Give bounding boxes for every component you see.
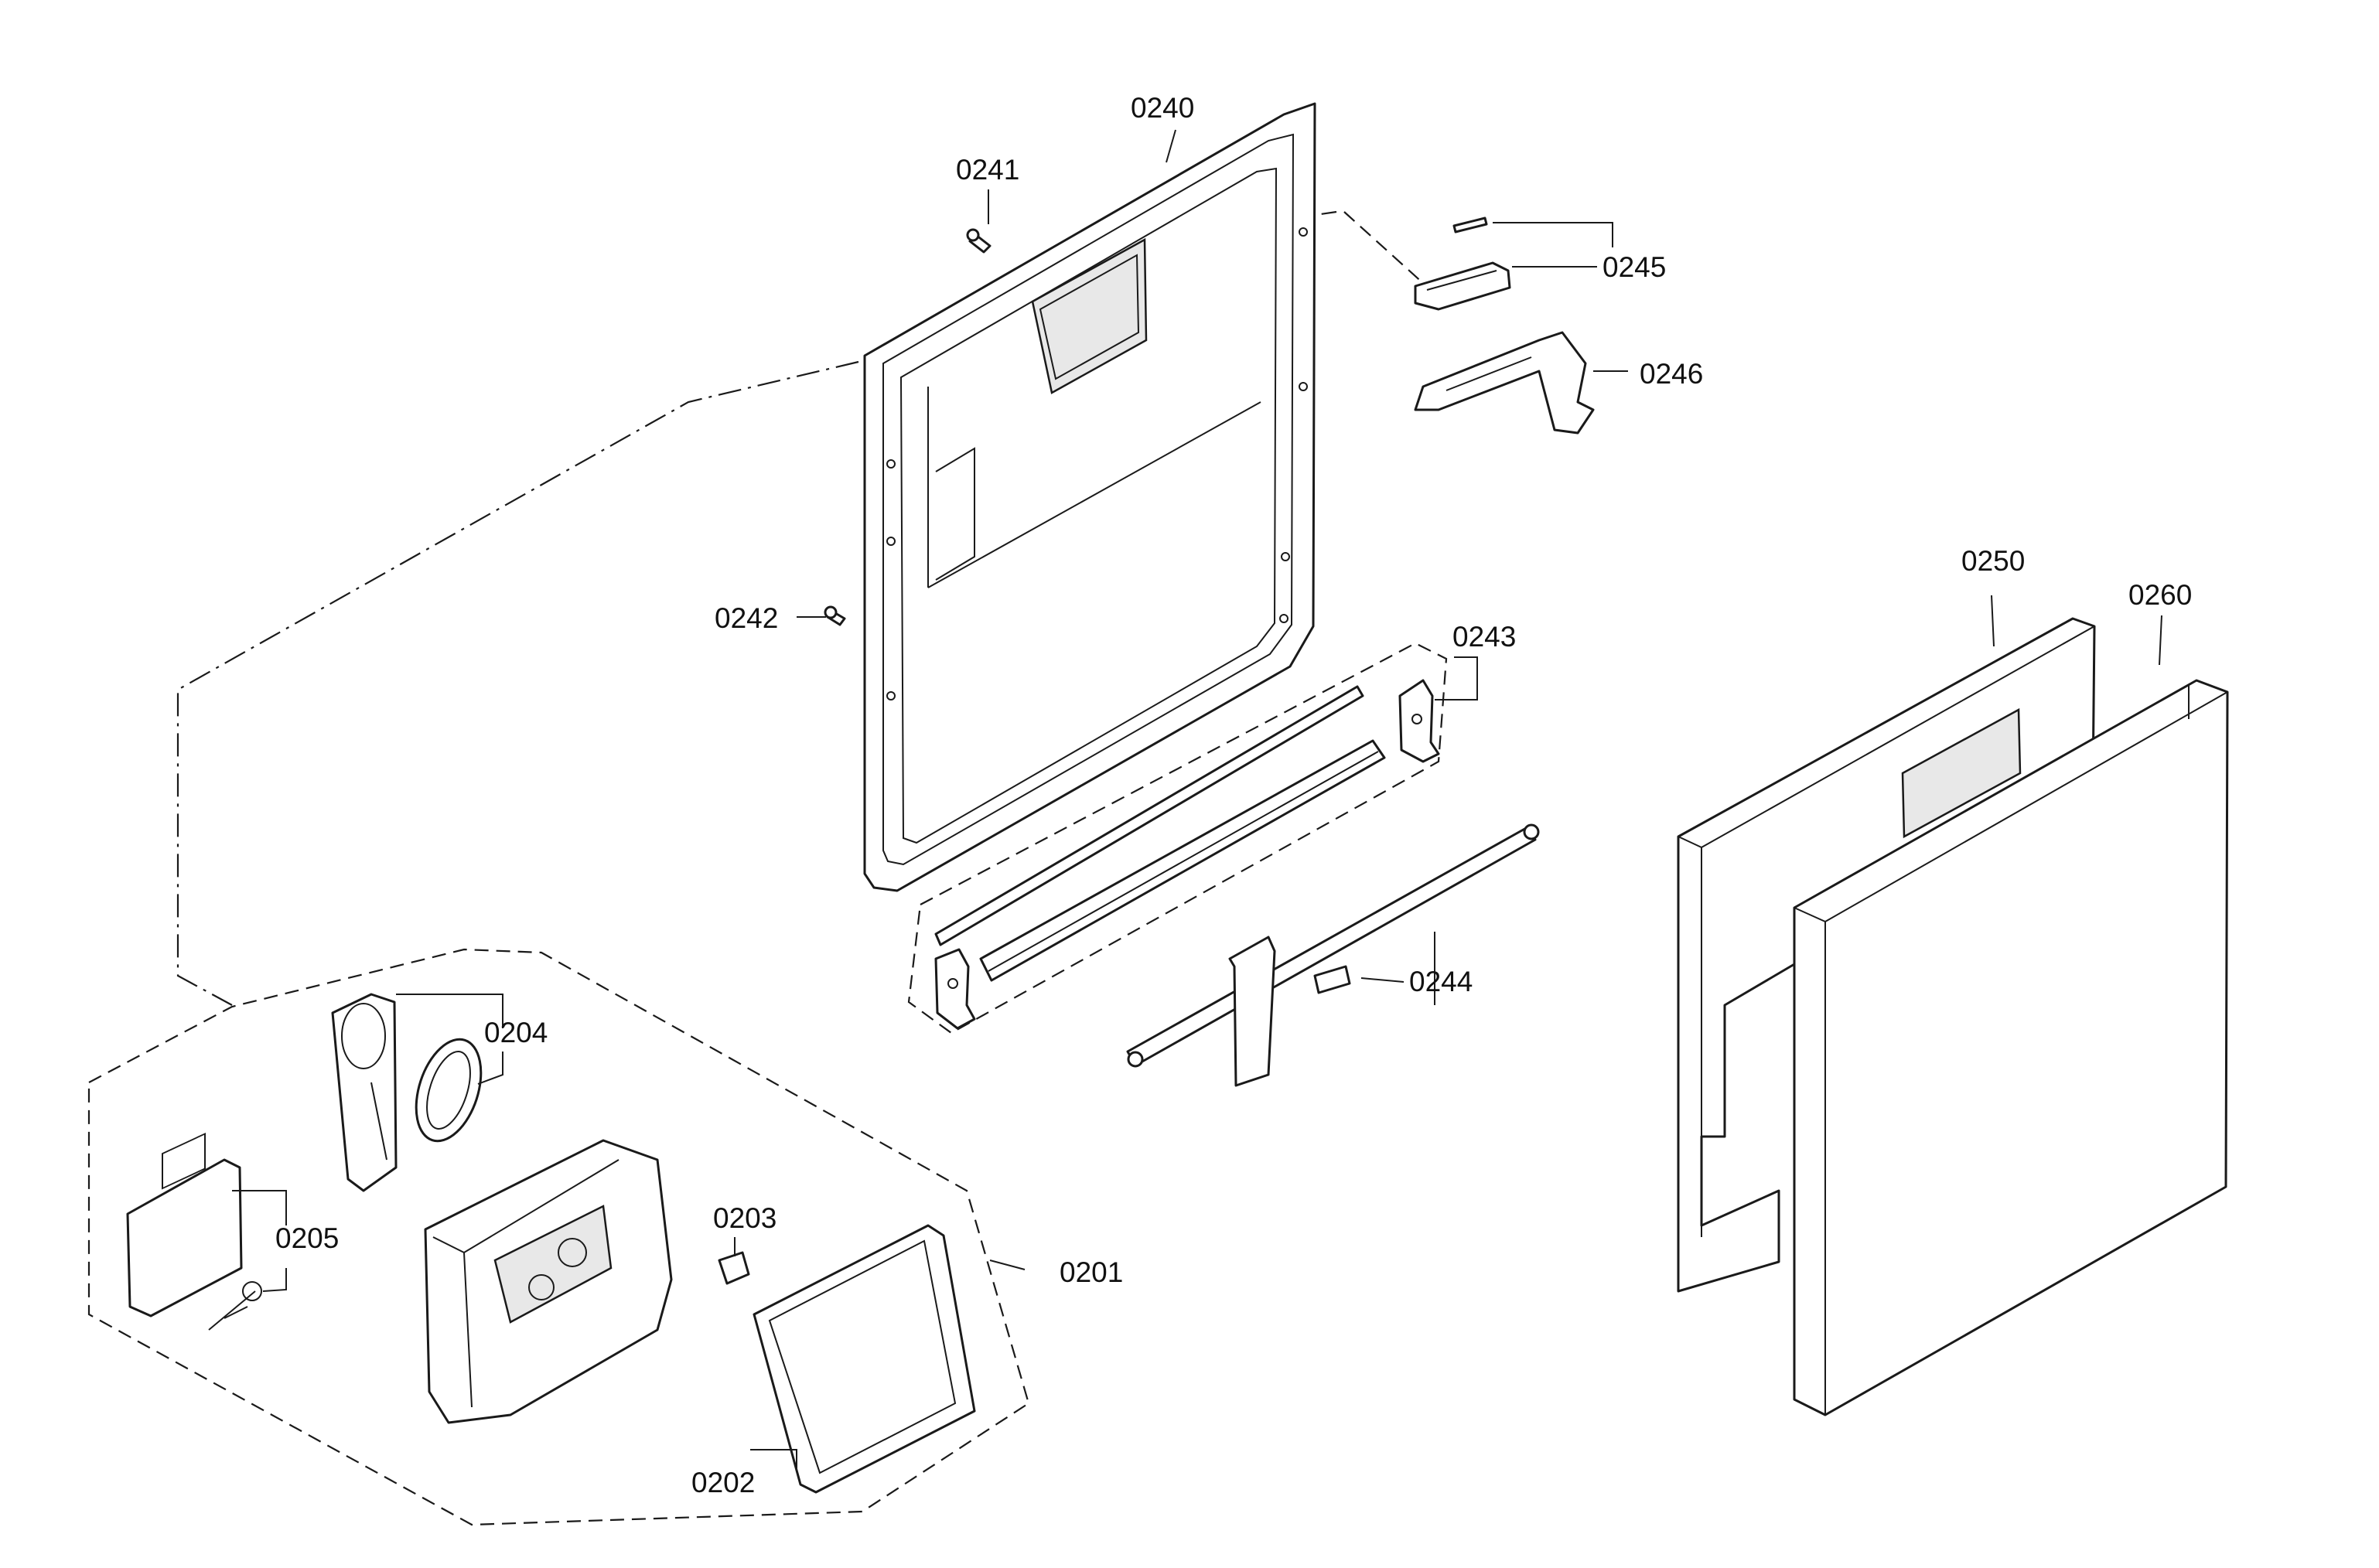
dispenser-bracket-0204 bbox=[331, 993, 483, 1192]
label-0242: 0242 bbox=[715, 602, 778, 634]
label-0260: 0260 bbox=[2128, 579, 2192, 611]
label-0245: 0245 bbox=[1602, 251, 1666, 283]
label-0202: 0202 bbox=[691, 1467, 755, 1498]
label-0204: 0204 bbox=[484, 1017, 548, 1048]
outer-decor-panel-0250 bbox=[1677, 617, 2096, 1293]
label-0244: 0244 bbox=[1409, 966, 1473, 997]
label-0246: 0246 bbox=[1640, 358, 1703, 390]
label-0243: 0243 bbox=[1452, 621, 1516, 653]
dispenser-plate-0205 bbox=[126, 1132, 262, 1331]
handle-bracket-0246 bbox=[1414, 331, 1595, 435]
screw-0242 bbox=[824, 605, 846, 626]
label-0205: 0205 bbox=[275, 1222, 339, 1254]
dispenser-body-0201 bbox=[424, 1139, 673, 1424]
label-0240: 0240 bbox=[1131, 92, 1194, 124]
outer-decor-panel-0260 bbox=[1793, 679, 2229, 1416]
inner-door-panel bbox=[863, 102, 1316, 892]
catch-0203 bbox=[718, 1251, 750, 1285]
label-0241: 0241 bbox=[956, 154, 1019, 186]
assembly-link-line bbox=[176, 360, 859, 1006]
label-0203: 0203 bbox=[713, 1202, 777, 1234]
handle-clip-0245 bbox=[1414, 216, 1511, 311]
hinge-assembly-0243 bbox=[934, 679, 1440, 1030]
hinge-group-boundary bbox=[907, 642, 1448, 1035]
dispenser-gasket-0202 bbox=[753, 1224, 976, 1494]
handle-guide-line bbox=[1343, 211, 1425, 285]
hinge-rail-0244 bbox=[1126, 823, 1540, 1087]
label-0201: 0201 bbox=[1060, 1256, 1123, 1288]
leader-lines bbox=[232, 129, 2162, 1469]
screw-0241 bbox=[966, 228, 992, 254]
label-0250: 0250 bbox=[1961, 545, 2025, 577]
dispenser-group-boundary bbox=[87, 948, 1030, 1526]
